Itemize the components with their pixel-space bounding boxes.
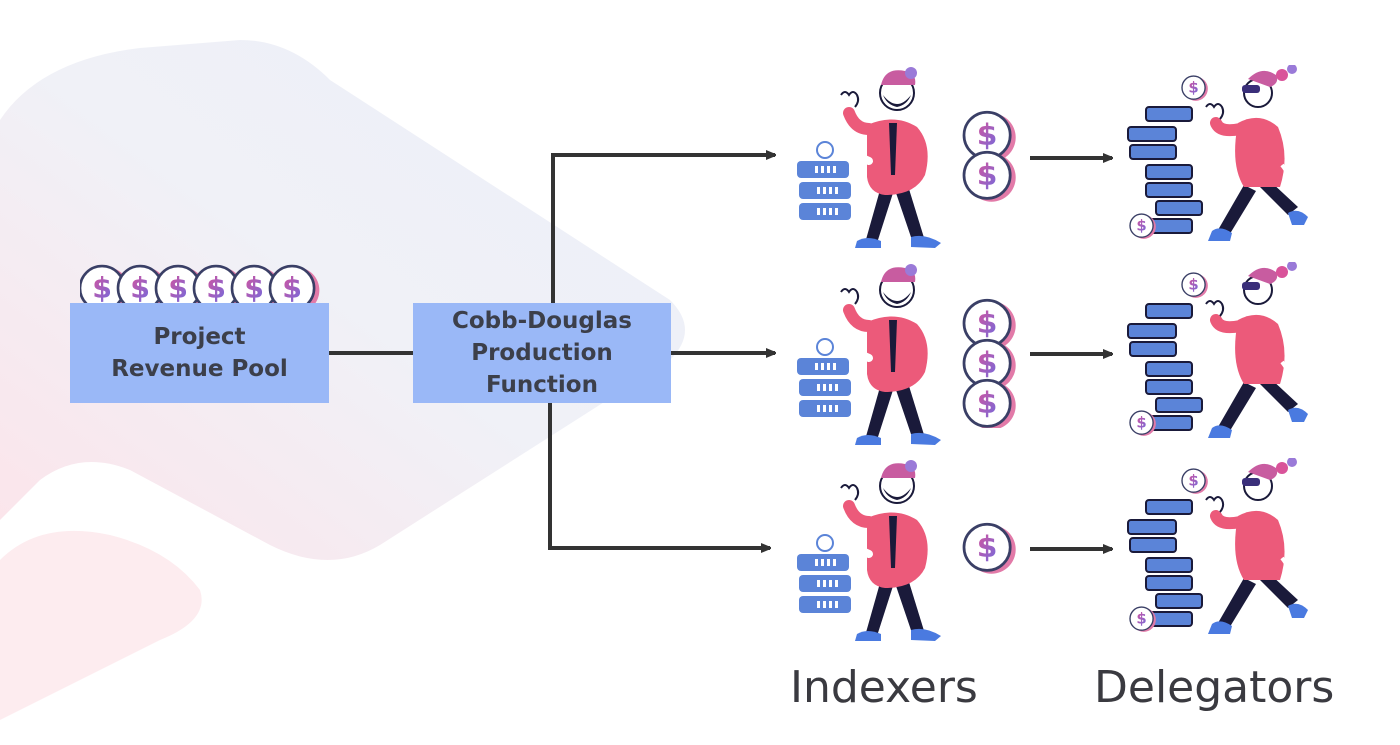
delegator-figure (1120, 65, 1320, 250)
indexers-label: Indexers (790, 662, 978, 713)
production-function-box: Cobb-Douglas Production Function (413, 303, 671, 403)
pool-label: Project Revenue Pool (111, 324, 288, 382)
indexer-figure (785, 262, 960, 447)
delegator-figure (1120, 262, 1320, 447)
production-function-label: Cobb-Douglas Production Function (452, 308, 632, 398)
project-revenue-pool-box: Project Revenue Pool (70, 303, 329, 403)
indexer-figure (785, 65, 960, 250)
indexer-figure (785, 458, 960, 643)
dollar-coin-icon (962, 378, 1018, 428)
indexer-coin-stack (962, 298, 1018, 428)
indexer-coin-stack (962, 110, 1018, 204)
arrow-to-indexer-3 (548, 403, 770, 548)
dollar-coin-icon (962, 522, 1018, 576)
arrow-to-indexer-1 (551, 155, 775, 303)
delegator-figure (1120, 458, 1320, 643)
delegators-label: Delegators (1094, 662, 1335, 713)
dollar-coin-icon (962, 150, 1018, 204)
indexer-coin-stack (962, 522, 1018, 576)
